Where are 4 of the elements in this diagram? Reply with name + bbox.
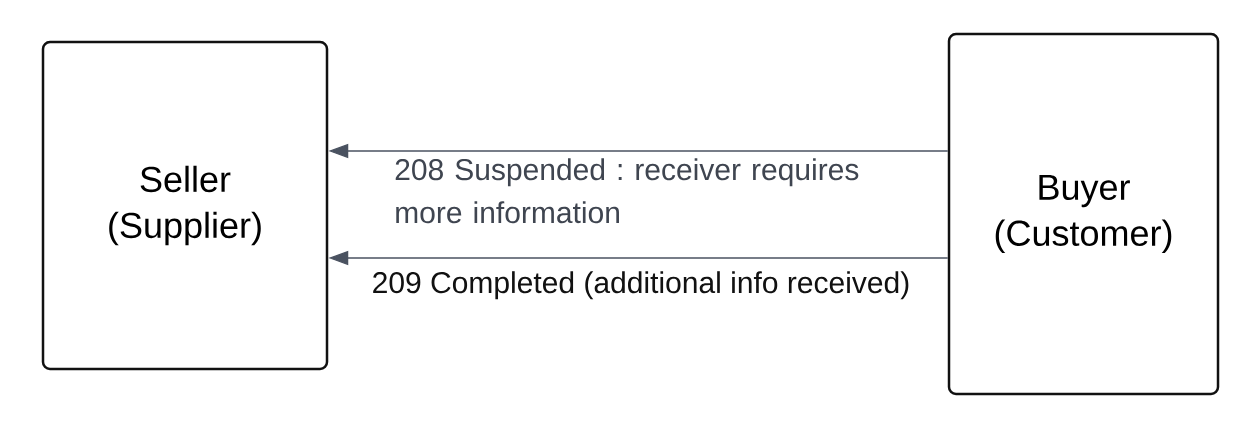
edge-label: 209 Completed (additional info received)	[373, 271, 909, 300]
edge-label: 208 Suspended : receiver requires more information	[395, 158, 859, 224]
entity-box: Seller (Supplier)	[41, 40, 329, 371]
entity-box: Buyer (Customer)	[947, 32, 1220, 396]
